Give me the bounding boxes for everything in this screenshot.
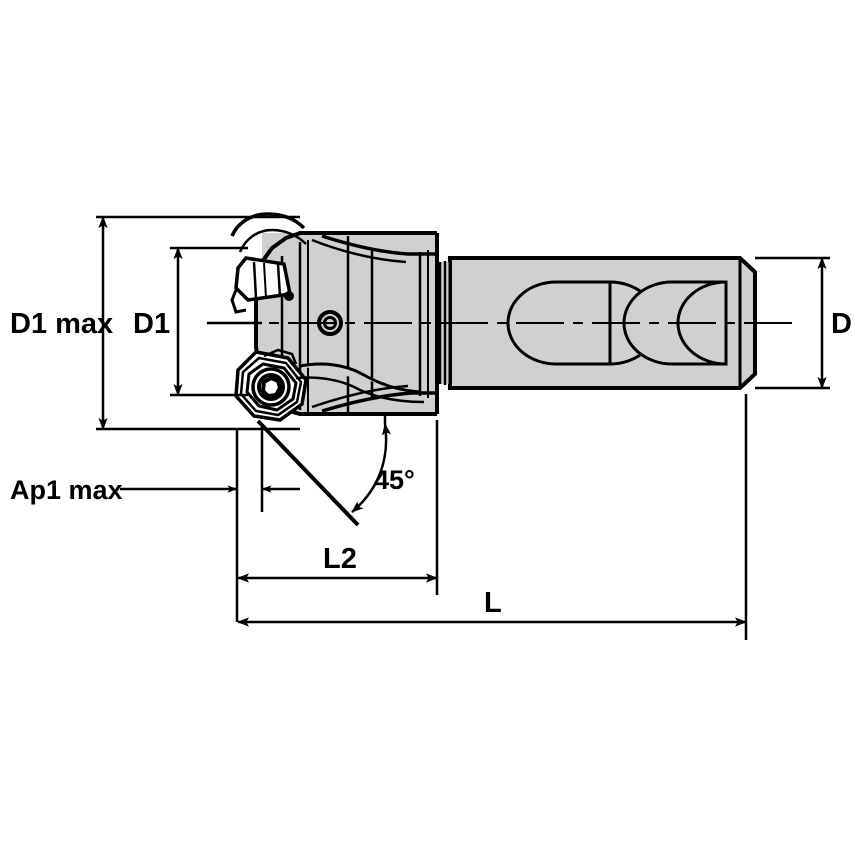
angle-arc bbox=[351, 423, 392, 513]
insert-lower-assembly bbox=[234, 348, 425, 422]
dimension-angle-45: 45° bbox=[256, 414, 415, 527]
insert-upper-body bbox=[234, 256, 293, 302]
flute-gash-lower bbox=[321, 391, 437, 413]
dimension-ap1-max: Ap1 max bbox=[10, 425, 300, 622]
insert-pocket-shelf bbox=[263, 348, 298, 365]
insert-upper-edge-3 bbox=[276, 263, 282, 298]
shank-assembly bbox=[437, 256, 757, 390]
flute-gash-lower-inner bbox=[311, 384, 409, 409]
d-label: D bbox=[831, 308, 852, 340]
ap1-max-label: Ap1 max bbox=[10, 475, 123, 505]
insert-upper-arc-inner bbox=[238, 228, 307, 253]
lead-angle-line bbox=[256, 419, 360, 527]
l-label: L bbox=[484, 587, 502, 619]
insert-upper-assembly bbox=[230, 212, 307, 314]
d1-label: D1 bbox=[133, 308, 170, 340]
angle-45-label: 45° bbox=[374, 465, 415, 495]
insert-upper-edge-2 bbox=[263, 262, 267, 299]
insert-screw-torx bbox=[260, 375, 283, 399]
insert-upper-edge-1 bbox=[252, 261, 258, 299]
insert-upper-screw bbox=[284, 291, 294, 301]
flute-gash-upper bbox=[321, 234, 437, 256]
dimension-l2: L2 bbox=[237, 420, 439, 595]
l2-label: L2 bbox=[323, 543, 357, 575]
insert-clamp-arm bbox=[299, 362, 421, 394]
dimension-d: D bbox=[755, 256, 852, 390]
dimension-d1-max: D1 max bbox=[10, 215, 300, 431]
insert-clamp-arm-edge bbox=[295, 376, 425, 404]
d1-max-label: D1 max bbox=[10, 308, 113, 340]
dimension-l: L bbox=[237, 394, 748, 640]
insert-upper-arc bbox=[230, 212, 306, 237]
dimension-d1: D1 bbox=[133, 246, 262, 397]
flute-gash-upper-inner bbox=[311, 238, 407, 264]
insert-upper-seat bbox=[230, 289, 247, 314]
